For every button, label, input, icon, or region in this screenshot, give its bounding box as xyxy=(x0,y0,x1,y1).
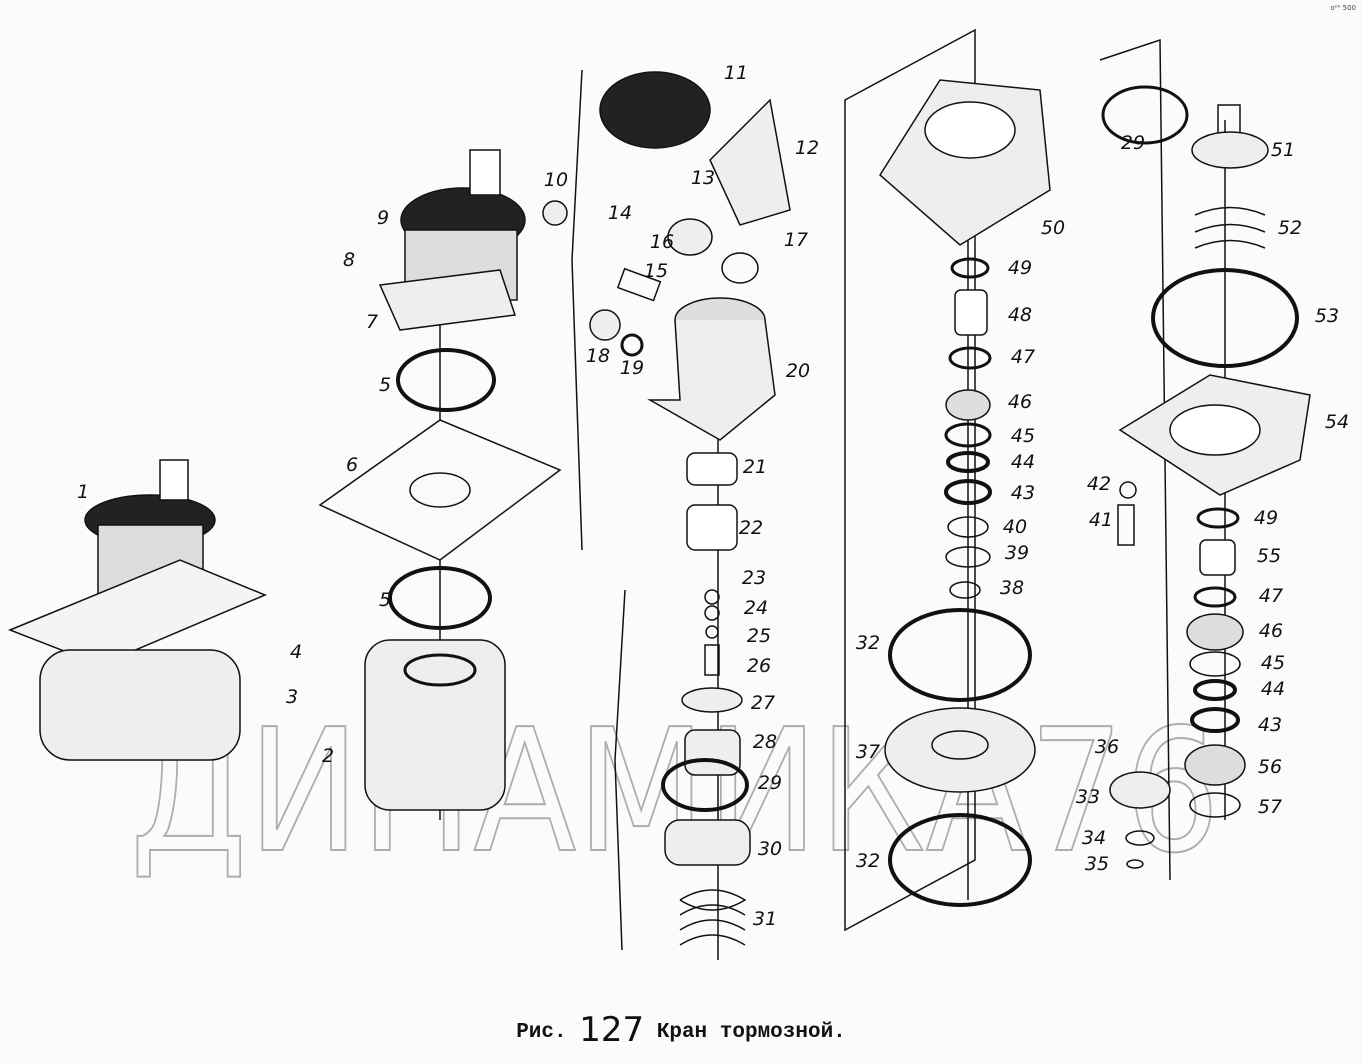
figure-caption: Рис. 127 Кран тормозной. xyxy=(0,1010,1362,1050)
part-label: 49 xyxy=(1254,507,1278,529)
part-label: 10 xyxy=(544,169,568,191)
panel-right xyxy=(1099,38,1171,881)
part-label: 43 xyxy=(1011,482,1035,504)
parts-drawing xyxy=(7,28,1311,960)
part-label: 41 xyxy=(1089,509,1113,531)
part-label: 33 xyxy=(1076,786,1100,808)
part-label: 28 xyxy=(753,731,777,753)
part-label: 8 xyxy=(343,249,355,271)
part-label: 54 xyxy=(1325,411,1349,433)
part-label: 45 xyxy=(1011,425,1035,447)
part-label: 24 xyxy=(744,597,768,619)
part-label: 12 xyxy=(795,137,819,159)
panel-middle xyxy=(844,28,976,932)
part-label: 20 xyxy=(786,360,810,382)
part-label: 44 xyxy=(1011,451,1035,473)
part-label: 32 xyxy=(856,632,880,654)
part-label: 14 xyxy=(608,202,632,224)
part-label: 56 xyxy=(1258,756,1282,778)
part-label: 23 xyxy=(742,567,766,589)
part-label: 48 xyxy=(1008,304,1032,326)
part-label: 50 xyxy=(1041,217,1065,239)
part-label: 46 xyxy=(1008,391,1032,413)
part-label: 31 xyxy=(753,908,777,930)
part-label: 30 xyxy=(758,838,782,860)
part-label: 11 xyxy=(724,62,748,84)
part-label: 21 xyxy=(743,456,767,478)
caption-title: Кран тормозной. xyxy=(656,1021,846,1044)
bracket-left-top xyxy=(571,69,583,551)
part-label: 25 xyxy=(747,625,771,647)
part-label: 5 xyxy=(379,374,391,396)
part-label: 53 xyxy=(1315,305,1339,327)
part-label: 19 xyxy=(620,357,644,379)
part-label: 9 xyxy=(377,207,389,229)
corner-mark: o⁰⁰ 500 xyxy=(1330,4,1356,12)
part-label: 17 xyxy=(784,229,808,251)
part-label: 39 xyxy=(1005,542,1029,564)
part-label: 57 xyxy=(1258,796,1282,818)
part-label: 1 xyxy=(77,481,89,503)
bracket-left-bottom xyxy=(614,589,626,951)
part-label: 55 xyxy=(1257,545,1281,567)
part-label: 7 xyxy=(366,311,378,333)
part-label: 4 xyxy=(290,641,302,663)
part-label: 32 xyxy=(856,850,880,872)
part-label: 38 xyxy=(1000,577,1024,599)
part-label: 5 xyxy=(379,589,391,611)
part-label: 18 xyxy=(586,345,610,367)
part-label: 47 xyxy=(1259,585,1283,607)
part-label: 13 xyxy=(691,167,715,189)
part-label: 6 xyxy=(346,454,358,476)
caption-prefix: Рис. xyxy=(516,1021,567,1044)
part-label: 37 xyxy=(856,741,880,763)
part-label: 44 xyxy=(1261,678,1285,700)
part-label: 3 xyxy=(286,686,298,708)
part-label: 36 xyxy=(1095,736,1119,758)
part-label: 26 xyxy=(747,655,771,677)
part-label: 49 xyxy=(1008,257,1032,279)
part-label: 43 xyxy=(1258,714,1282,736)
part-label: 29 xyxy=(758,772,782,794)
part-label: 34 xyxy=(1082,827,1106,849)
part-label: 47 xyxy=(1011,346,1035,368)
part-label: 45 xyxy=(1261,652,1285,674)
part-label: 16 xyxy=(650,231,674,253)
part-label: 40 xyxy=(1003,516,1027,538)
part-label: 27 xyxy=(751,692,775,714)
part-label: 35 xyxy=(1085,853,1109,875)
part-label: 52 xyxy=(1278,217,1302,239)
part-label: 29 xyxy=(1121,132,1145,154)
caption-number: 127 xyxy=(579,1010,645,1050)
part-label: 46 xyxy=(1259,620,1283,642)
part-label: 51 xyxy=(1271,139,1295,161)
part-label: 22 xyxy=(739,517,763,539)
part-label: 2 xyxy=(322,745,334,767)
part-label: 15 xyxy=(644,260,668,282)
part-label: 42 xyxy=(1087,473,1111,495)
